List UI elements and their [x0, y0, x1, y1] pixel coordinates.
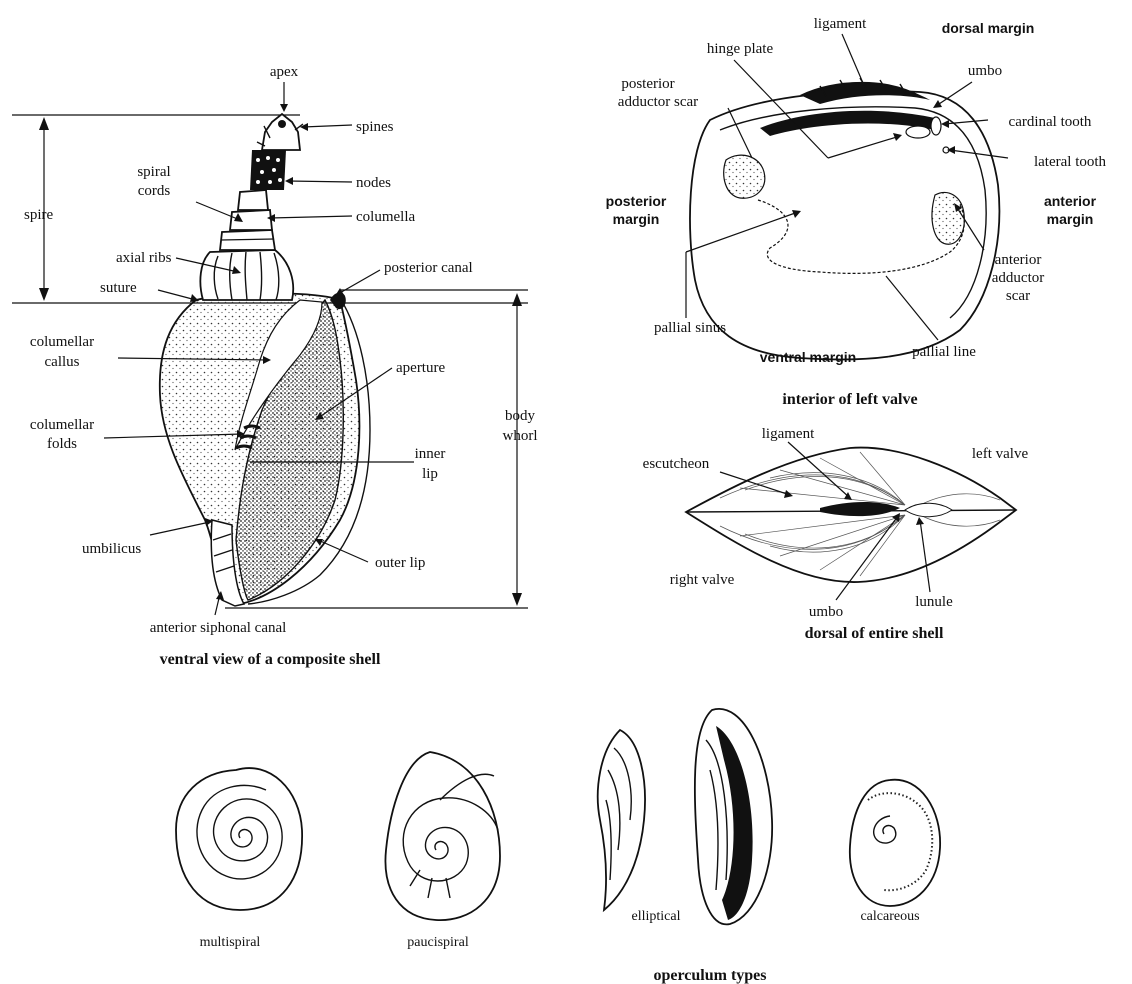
label-right-valve: right valve — [670, 572, 735, 588]
label-axial-ribs: axial ribs — [116, 250, 172, 266]
label-escutcheon: escutcheon — [643, 456, 710, 472]
label-posterior-canal: posterior canal — [384, 260, 473, 276]
label-nodes: nodes — [356, 175, 391, 191]
spire-whorl-1 — [238, 190, 268, 210]
label-lateral-tooth: lateral tooth — [1034, 154, 1107, 170]
label-multispiral: multispiral — [200, 935, 261, 950]
label-columellar-folds-2: folds — [47, 436, 77, 452]
label-lunule: lunule — [915, 594, 953, 610]
label-spiral-cords-1: spiral — [137, 164, 170, 180]
bivalve-interior-diagram: ligament dorsal margin hinge plate umbo … — [606, 16, 1107, 408]
label-anterior-adductor-scar-2: adductor — [992, 270, 1044, 286]
label-pallial-line: pallial line — [912, 344, 976, 360]
label-spines: spines — [356, 119, 394, 135]
label-posterior-margin-2: margin — [613, 211, 660, 227]
bivalve-dorsal-diagram: ligament escutcheon left valve right val… — [643, 426, 1029, 642]
label-paucispiral: paucispiral — [407, 935, 469, 950]
label-calcareous: calcareous — [860, 909, 919, 924]
label-dorsal-margin: dorsal margin — [942, 20, 1035, 36]
label-inner-lip-1: inner — [415, 446, 446, 462]
label-left-valve: left valve — [972, 446, 1029, 462]
posterior-adductor-scar-shape — [724, 155, 765, 198]
label-anterior-adductor-scar-1: anterior — [995, 252, 1042, 268]
anterior-adductor-scar-shape — [932, 192, 964, 244]
label-columellar-folds-1: columellar — [30, 417, 94, 433]
label-ventral-margin: ventral margin — [760, 349, 856, 365]
caption-bivalve-dorsal: dorsal of entire shell — [805, 625, 944, 642]
label-posterior-adductor-scar-2: adductor scar — [618, 94, 698, 110]
label-interior-ligament: ligament — [814, 16, 867, 32]
label-anterior-margin-1: anterior — [1044, 193, 1097, 209]
label-posterior-margin-1: posterior — [606, 193, 667, 209]
operculum-multispiral — [176, 768, 302, 910]
label-dorsal-ligament: ligament — [762, 426, 815, 442]
label-suture: suture — [100, 280, 137, 296]
cardinal-tooth-shape — [906, 126, 930, 138]
operculum-paucispiral — [385, 752, 500, 920]
label-inner-lip-2: lip — [422, 466, 438, 482]
label-hinge-plate: hinge plate — [707, 41, 774, 57]
caption-bivalve-interior: interior of left valve — [782, 391, 917, 408]
gastropod-diagram: apex spines spiral cords nodes spire col… — [12, 64, 538, 668]
label-anterior-adductor-scar-3: scar — [1006, 288, 1030, 304]
label-outer-lip: outer lip — [375, 555, 425, 571]
label-columellar-callus-1: columellar — [30, 334, 94, 350]
label-posterior-adductor-scar-1: posterior — [621, 76, 674, 92]
operculum-elliptical — [598, 709, 772, 924]
label-columellar-callus-2: callus — [45, 354, 80, 370]
label-spiral-cords-2: cords — [138, 183, 171, 199]
operculum-types-diagram: multispiral paucispiral elliptical calca… — [176, 709, 940, 984]
label-aperture: aperture — [396, 360, 445, 376]
caption-operculum: operculum types — [653, 967, 766, 984]
body-whorl-dimension-arrow — [512, 293, 522, 606]
label-body-whorl-1: body — [505, 408, 536, 424]
label-body-whorl-2: whorl — [503, 428, 538, 444]
label-anterior-margin-2: margin — [1047, 211, 1094, 227]
label-anterior-siphonal-canal: anterior siphonal canal — [150, 620, 287, 636]
label-dorsal-umbo: umbo — [809, 604, 843, 620]
label-spire: spire — [24, 207, 54, 223]
label-cardinal-tooth: cardinal tooth — [1009, 114, 1092, 130]
label-interior-umbo: umbo — [968, 63, 1002, 79]
operculum-calcareous — [850, 780, 940, 906]
label-pallial-sinus: pallial sinus — [654, 320, 726, 336]
label-apex: apex — [270, 64, 299, 80]
label-elliptical: elliptical — [632, 909, 681, 924]
caption-gastropod: ventral view of a composite shell — [160, 651, 381, 668]
label-columella: columella — [356, 209, 415, 225]
label-umbilicus: umbilicus — [82, 541, 141, 557]
